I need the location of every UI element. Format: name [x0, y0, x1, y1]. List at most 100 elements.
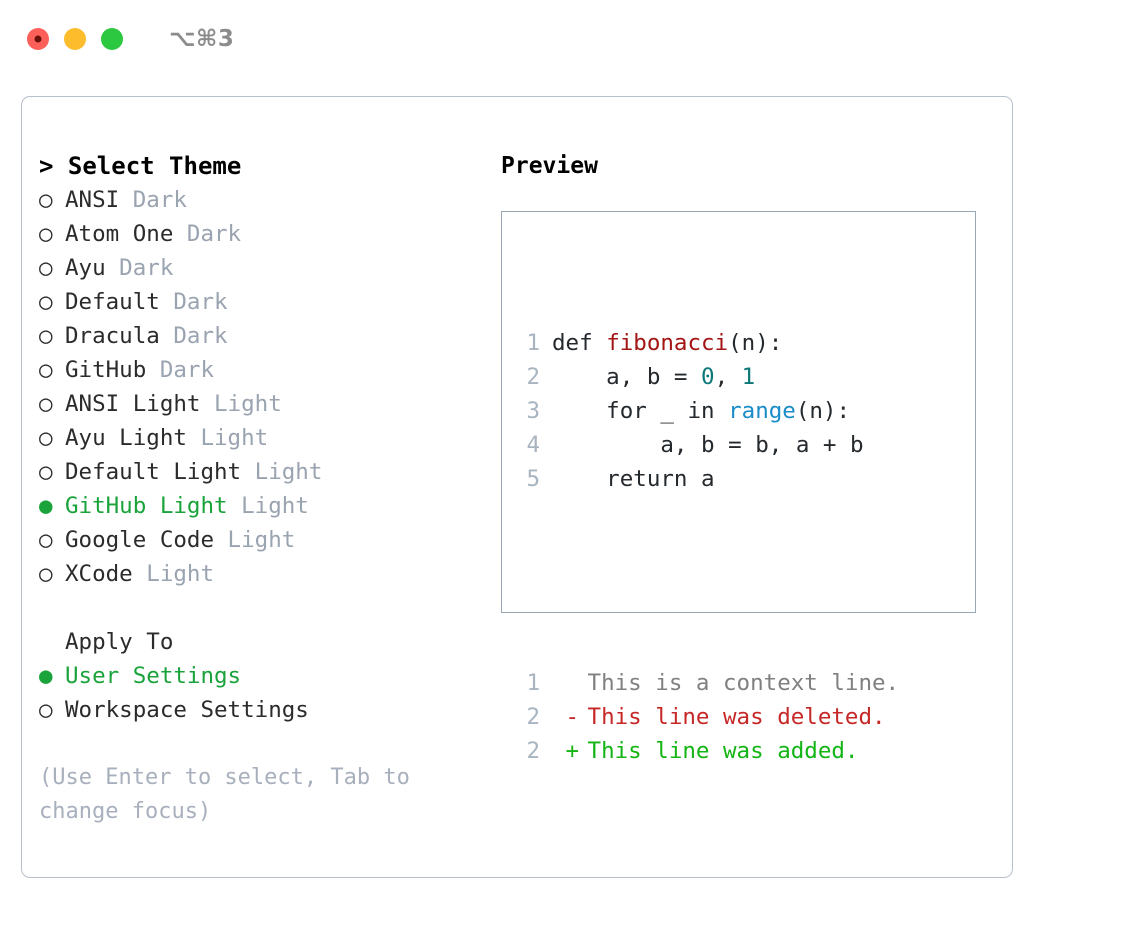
page-title: Select Theme: [67, 152, 242, 180]
code-token: (n):: [795, 398, 851, 424]
radio-unselected-icon: ○: [39, 289, 53, 315]
minimize-button-icon[interactable]: [64, 28, 86, 50]
diff-text: This is a context line.: [574, 670, 900, 696]
line-number: 2: [526, 738, 540, 764]
theme-option-google-code[interactable]: ○ Google Code Light: [39, 523, 489, 557]
theme-option-atom-one[interactable]: ○ Atom One Dark: [39, 217, 489, 251]
theme-option-xcode[interactable]: ○ XCode Light: [39, 557, 489, 591]
code-token: (n):: [728, 330, 783, 356]
theme-option-label: Dracula: [65, 323, 160, 349]
prompt-caret: >: [39, 152, 54, 180]
close-button-icon[interactable]: [27, 28, 49, 50]
code-line: 5 return a: [518, 462, 899, 496]
theme-variant-tag: Dark: [146, 357, 215, 383]
select-theme-heading: > Select Theme: [39, 149, 489, 183]
radio-unselected-icon: ○: [39, 357, 53, 383]
code-token: range: [728, 398, 796, 424]
theme-variant-tag: Light: [214, 527, 296, 553]
radio-selected-icon: ●: [39, 663, 53, 689]
apply-to-option-user-settings[interactable]: ● User Settings: [39, 659, 489, 693]
preview-heading: Preview: [501, 153, 598, 179]
radio-unselected-icon: ○: [39, 255, 53, 281]
radio-selected-icon: ●: [39, 493, 53, 519]
theme-option-label: Google Code: [65, 527, 215, 553]
theme-variant-tag: Dark: [173, 221, 242, 247]
title-bar: ⌥⌘3: [0, 0, 1140, 78]
apply-to-option-label: User Settings: [65, 663, 242, 689]
theme-variant-tag: Light: [132, 561, 215, 587]
theme-variant-tag: Light: [200, 391, 282, 417]
theme-list: ○ ANSI Dark ○ Atom One Dark ○ Ayu Dark ○ Defaul…: [39, 183, 489, 591]
theme-variant-tag: Dark: [159, 289, 228, 315]
apply-to-option-label: Workspace Settings: [65, 697, 309, 723]
radio-unselected-icon: ○: [39, 561, 53, 587]
theme-option-label: ANSI Light: [65, 391, 201, 417]
theme-option-default-light[interactable]: ○Default Light Light: [39, 455, 489, 489]
theme-option-label: ANSI: [65, 187, 120, 213]
theme-option-github[interactable]: ○ GitHub Dark: [39, 353, 489, 387]
diff-marker: -: [552, 704, 580, 730]
line-number: 2: [526, 704, 540, 730]
apply-to-list: ● User Settings ○Workspace Settings: [39, 659, 489, 727]
code-line: 2 a, b = 0, 1: [518, 360, 899, 394]
diff-text: This line was added.: [574, 738, 859, 764]
theme-variant-tag: Light: [186, 425, 269, 451]
main-panel: > Select Theme ○ANSI Dark○Atom One Dark○…: [21, 96, 1013, 878]
line-number: 5: [526, 466, 540, 492]
theme-option-default[interactable]: ○ Default Dark: [39, 285, 489, 319]
theme-option-label: Default Light: [65, 459, 242, 485]
diff-text: This line was deleted.: [574, 704, 886, 730]
diff-sample: 1 This is a context line. 2 - This line w…: [518, 666, 899, 768]
theme-variant-tag: Dark: [119, 187, 187, 213]
code-token: a, b = b, a + b: [552, 432, 864, 458]
theme-option-ayu-light[interactable]: ○ Ayu Light Light: [39, 421, 489, 455]
theme-option-label: GitHub: [65, 357, 147, 383]
code-line: 3 for _ in range(n):: [518, 394, 899, 428]
code-token: def: [552, 330, 607, 356]
keyboard-shortcut-label: ⌥⌘3: [169, 26, 235, 52]
diff-line: 2 + This line was added.: [518, 734, 899, 768]
radio-unselected-icon: ○: [39, 187, 53, 213]
code-token: 1: [741, 364, 756, 390]
theme-option-label: Ayu Light: [65, 425, 187, 451]
theme-option-label: Ayu: [65, 255, 106, 281]
theme-variant-tag: Light: [227, 493, 309, 519]
line-number: 1: [526, 670, 540, 696]
diff-marker: +: [552, 738, 580, 764]
theme-variant-tag: Dark: [105, 255, 174, 281]
diff-marker: [552, 666, 574, 700]
radio-unselected-icon: ○: [39, 459, 53, 485]
radio-unselected-icon: ○: [39, 221, 53, 247]
line-number: 2: [526, 364, 540, 390]
maximize-button-icon[interactable]: [101, 28, 123, 50]
theme-option-label: XCode: [65, 561, 133, 587]
theme-option-label: Default: [65, 289, 160, 315]
theme-option-github-light[interactable]: ●GitHub Light Light: [39, 489, 489, 523]
radio-unselected-icon: ○: [39, 425, 53, 451]
keyboard-hint-text: (Use Enter to select, Tab to change focu…: [39, 765, 410, 824]
theme-option-ansi[interactable]: ○ ANSI Dark: [39, 183, 489, 217]
line-number: 3: [526, 398, 540, 424]
radio-unselected-icon: ○: [39, 391, 53, 417]
code-token: 0: [701, 364, 715, 390]
radio-unselected-icon: ○: [39, 323, 53, 349]
theme-option-dracula[interactable]: ○Dracula Dark: [39, 319, 489, 353]
diff-line: 2 - This line was deleted.: [518, 700, 899, 734]
theme-option-label: Atom One: [65, 221, 174, 247]
code-token: a, b =: [552, 364, 702, 390]
code-token: ,: [714, 364, 742, 390]
line-number: 4: [526, 432, 540, 458]
code-token: for _ in: [552, 398, 729, 424]
theme-picker-column: > Select Theme ○ANSI Dark○Atom One Dark○…: [39, 149, 489, 829]
apply-to-option-workspace-settings[interactable]: ○Workspace Settings: [39, 693, 489, 727]
code-token: fibonacci: [606, 330, 729, 356]
theme-option-ayu[interactable]: ○ Ayu Dark: [39, 251, 489, 285]
radio-unselected-icon: ○: [39, 527, 53, 553]
code-line: 4 a, b = b, a + b: [518, 428, 899, 462]
theme-option-ansi-light[interactable]: ○ ANSI Light Light: [39, 387, 489, 421]
